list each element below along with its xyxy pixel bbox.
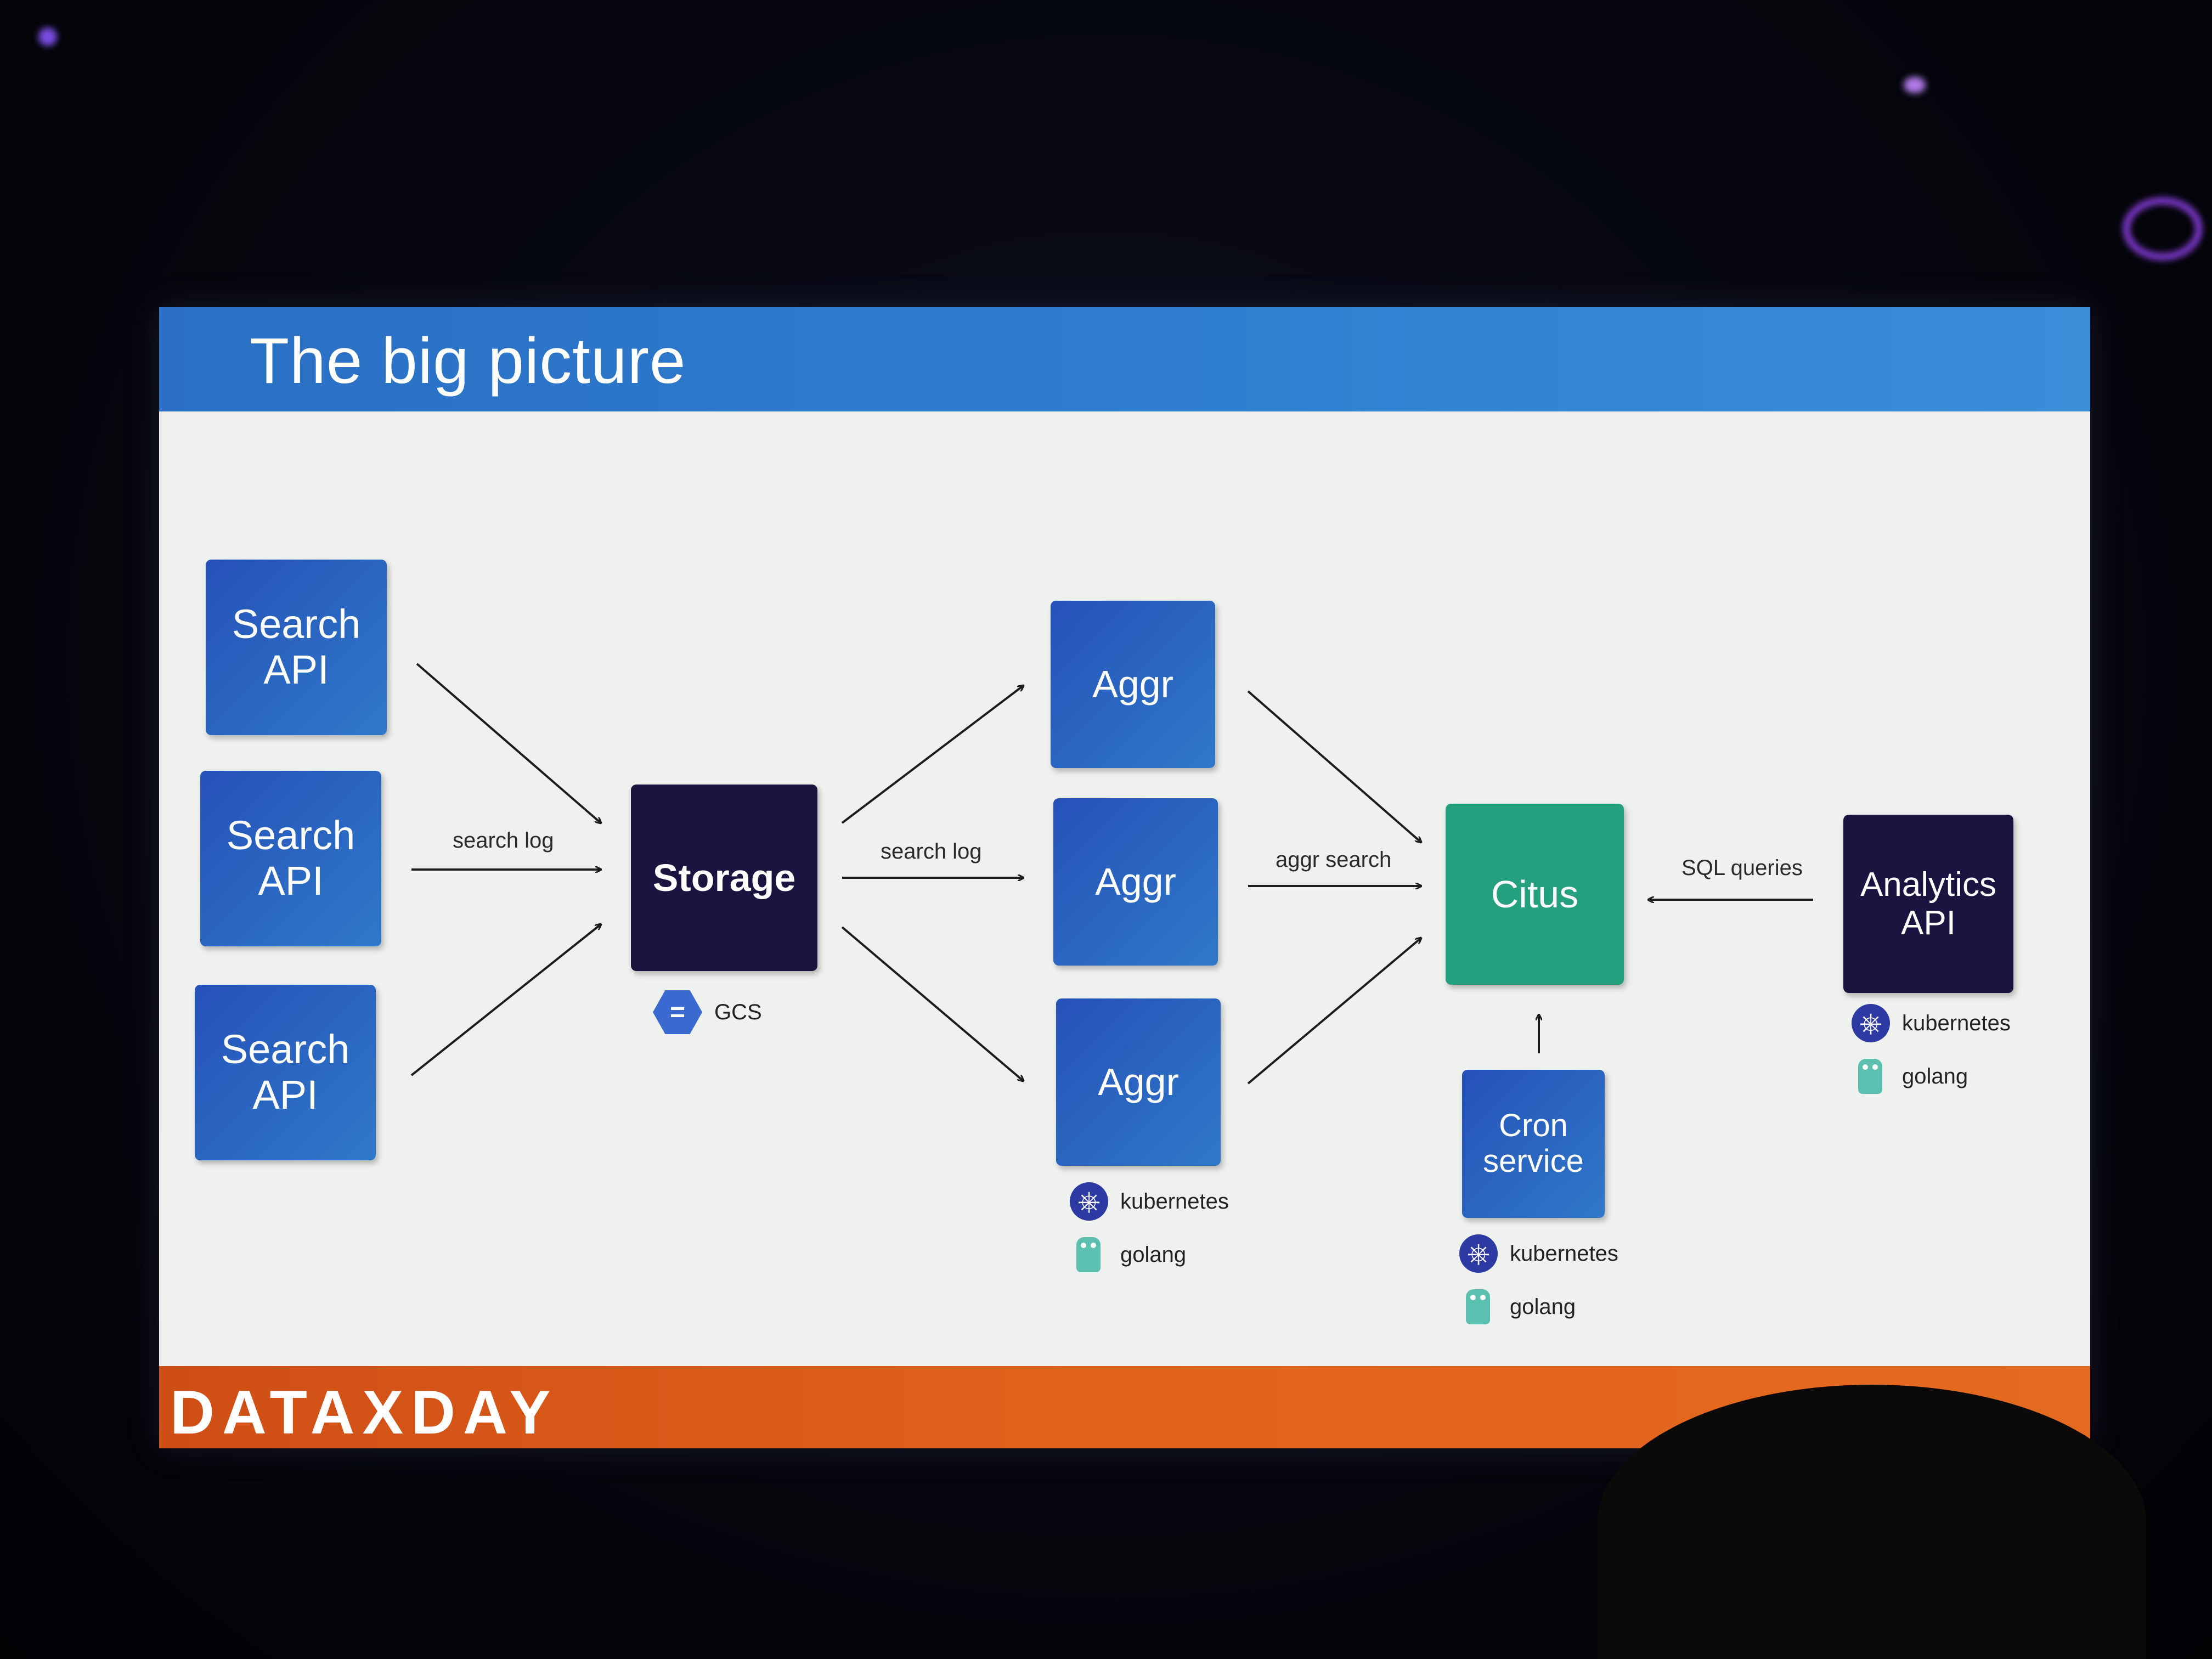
edge-label-search-log: search log [881,839,982,864]
arrow-search1-storage [416,663,601,823]
projection-screen: The big picture Search API Search API Se… [159,307,2090,1448]
stage-light [38,27,57,46]
slide-title: The big picture [250,325,686,397]
edge-label-sql-queries: SQL queries [1681,856,1803,880]
arrow-aggr3-citus [1247,938,1421,1085]
gcs-label: GCS [714,1000,762,1024]
search-api-node: Search API [195,985,376,1160]
analytics-api-node: Analytics API [1843,815,2013,993]
dataxday-logo: DATAXDAY [170,1378,558,1447]
arrow-search3-storage [410,924,601,1076]
kubernetes-helm-icon: ⎈ [1852,1004,1890,1042]
golang-label: golang [1510,1294,1576,1319]
citus-node: Citus [1446,804,1624,985]
golang-badge: golang [1070,1237,1186,1272]
cron-service-node: Cron service [1462,1070,1605,1218]
kubernetes-helm-icon: ⎈ [1070,1182,1108,1221]
arrow-storage-aggr3 [841,926,1023,1081]
diagram-arrows [410,663,1813,1085]
stage-light [2123,198,2202,260]
audience-silhouette [1598,1385,2146,1659]
gopher-icon [1858,1059,1882,1094]
golang-label: golang [1120,1242,1187,1267]
arrow-aggr1-citus [1247,690,1421,842]
kubernetes-badge: ⎈ kubernetes [1459,1234,1618,1273]
golang-badge: golang [1459,1289,1576,1324]
kubernetes-label: kubernetes [1120,1189,1229,1214]
gopher-icon [1466,1289,1490,1324]
edge-label-aggr-search: aggr search [1276,848,1392,872]
kubernetes-helm-icon: ⎈ [1459,1234,1498,1273]
edge-label-search-log: search log [453,828,554,853]
search-api-node: Search API [200,771,381,946]
golang-label: golang [1902,1064,1968,1088]
kubernetes-label: kubernetes [1510,1241,1618,1266]
stage-light [1904,77,1926,93]
kubernetes-badge: ⎈ kubernetes [1852,1004,2011,1042]
gopher-icon [1076,1237,1101,1272]
aggr-node: Aggr [1053,798,1218,966]
gcs-hexagon-icon: = [653,990,702,1034]
kubernetes-label: kubernetes [1902,1011,2011,1035]
aggr-node: Aggr [1051,601,1215,768]
gcs-badge: = GCS [653,990,762,1034]
title-bar: The big picture [159,307,2090,411]
search-api-node: Search API [206,560,387,735]
aggr-node: Aggr [1056,998,1221,1166]
kubernetes-badge: ⎈ kubernetes [1070,1182,1229,1221]
golang-badge: golang [1852,1059,1968,1094]
arrow-storage-aggr1 [841,686,1023,824]
storage-node: Storage [631,785,817,971]
